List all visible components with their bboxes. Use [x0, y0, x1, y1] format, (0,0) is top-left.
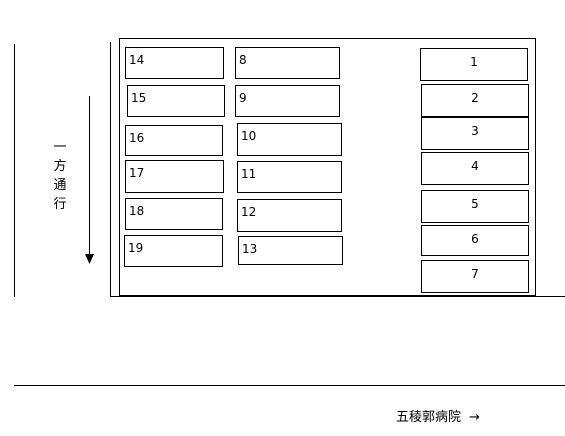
parking-slot-2: 2 [421, 84, 529, 117]
parking-slot-1: 1 [420, 48, 528, 81]
lot-boundary-left [110, 42, 111, 297]
parking-slot-15: 15 [127, 85, 225, 117]
road-edge-bottom [14, 385, 565, 386]
road-edge-left [14, 44, 15, 297]
one-way-arrow-shaft [89, 96, 90, 256]
hospital-label: 五稜郭病院 [396, 410, 462, 425]
parking-slot-5: 5 [421, 190, 529, 223]
parking-slot-16: 16 [125, 125, 223, 156]
lot-boundary-bottom [110, 296, 565, 297]
parking-slot-13: 13 [238, 236, 343, 265]
parking-slot-11: 11 [237, 161, 342, 193]
arrow-right-icon: → [469, 410, 480, 425]
parking-slot-19: 19 [124, 235, 223, 267]
one-way-label: 一 方 通 行 [53, 140, 67, 212]
parking-slot-18: 18 [125, 198, 223, 230]
hospital-direction: 五稜郭病院 → [396, 406, 480, 425]
parking-slot-12: 12 [237, 199, 342, 232]
parking-slot-14: 14 [125, 47, 224, 79]
parking-slot-4: 4 [421, 152, 529, 185]
parking-slot-7: 7 [421, 260, 529, 293]
parking-slot-8: 8 [235, 47, 340, 79]
parking-slot-3: 3 [421, 117, 529, 150]
parking-slot-17: 17 [125, 160, 224, 193]
parking-slot-6: 6 [421, 225, 529, 256]
parking-lot [119, 38, 536, 296]
parking-slot-9: 9 [235, 85, 340, 117]
one-way-arrow-head-icon [85, 254, 94, 264]
parking-slot-10: 10 [237, 123, 342, 156]
